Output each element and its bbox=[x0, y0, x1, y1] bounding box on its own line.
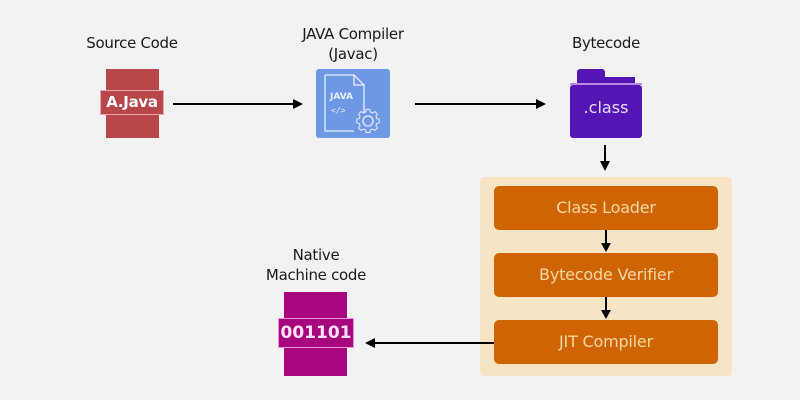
compiler-title: JAVA Compiler (Javac) bbox=[278, 24, 428, 64]
java-file-gear-icon: JAVA </> bbox=[324, 74, 380, 134]
compiler-title-line2: (Javac) bbox=[328, 45, 378, 63]
native-title-line1: Native bbox=[292, 246, 340, 264]
class-file-label: .class bbox=[570, 85, 642, 138]
source-file-tag: A.Java bbox=[100, 90, 164, 115]
binary-tag: 001101 bbox=[278, 318, 354, 348]
arrow-jit-to-native bbox=[365, 338, 494, 348]
bytecode-title: Bytecode bbox=[571, 34, 641, 52]
arrow-compiler-to-bytecode bbox=[415, 99, 546, 109]
native-title: Native Machine code bbox=[240, 245, 392, 285]
arrow-verifier-to-jit bbox=[601, 297, 611, 319]
folder-separator bbox=[570, 83, 642, 85]
compiler-icon-java-text: JAVA bbox=[329, 92, 353, 102]
arrow-source-to-compiler bbox=[173, 99, 303, 109]
arrow-classloader-to-verifier bbox=[601, 230, 611, 252]
jit-compiler-box: JIT Compiler bbox=[494, 320, 718, 364]
native-title-line2: Machine code bbox=[265, 266, 367, 284]
source-code-title: Source Code bbox=[86, 34, 178, 52]
arrow-bytecode-to-jvm bbox=[600, 145, 610, 171]
gear-icon bbox=[356, 108, 380, 134]
compiler-node: JAVA </> bbox=[316, 69, 390, 138]
compiler-icon-code-text: </> bbox=[331, 106, 346, 115]
bytecode-verifier-box: Bytecode Verifier bbox=[494, 253, 718, 297]
compiler-title-line1: JAVA Compiler bbox=[302, 25, 404, 43]
class-loader-box: Class Loader bbox=[494, 186, 718, 230]
folder-tab bbox=[600, 77, 635, 83]
folder-icon bbox=[577, 69, 605, 83]
